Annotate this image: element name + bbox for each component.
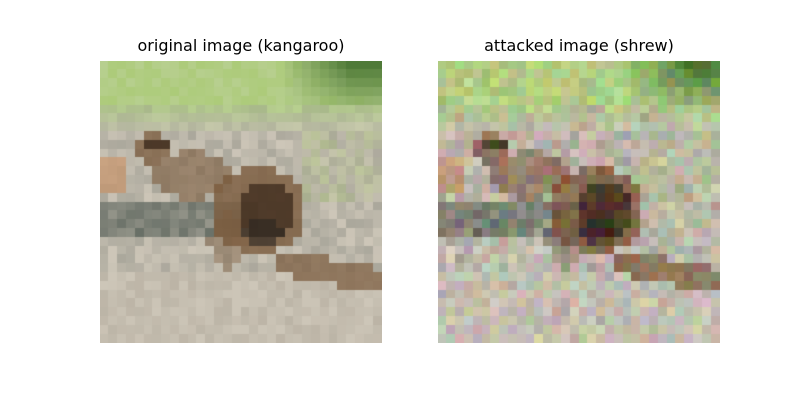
attacked-image (438, 61, 720, 343)
original-image-title: original image (kangaroo) (137, 36, 345, 55)
attacked-image-title: attacked image (shrew) (484, 36, 674, 55)
original-image (100, 61, 382, 343)
